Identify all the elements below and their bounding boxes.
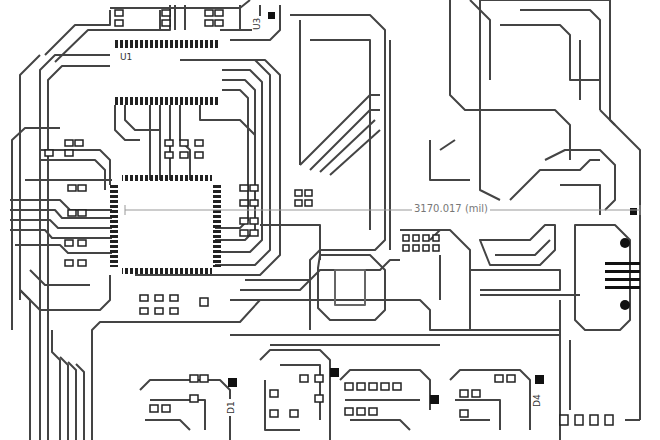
part-name: D1 bbox=[226, 399, 237, 416]
dimension-label: 3170.017 (mil) bbox=[412, 203, 490, 215]
part-name: U1 bbox=[118, 52, 134, 63]
part-name: D4 bbox=[532, 392, 543, 409]
part-name: U3 bbox=[252, 16, 263, 32]
